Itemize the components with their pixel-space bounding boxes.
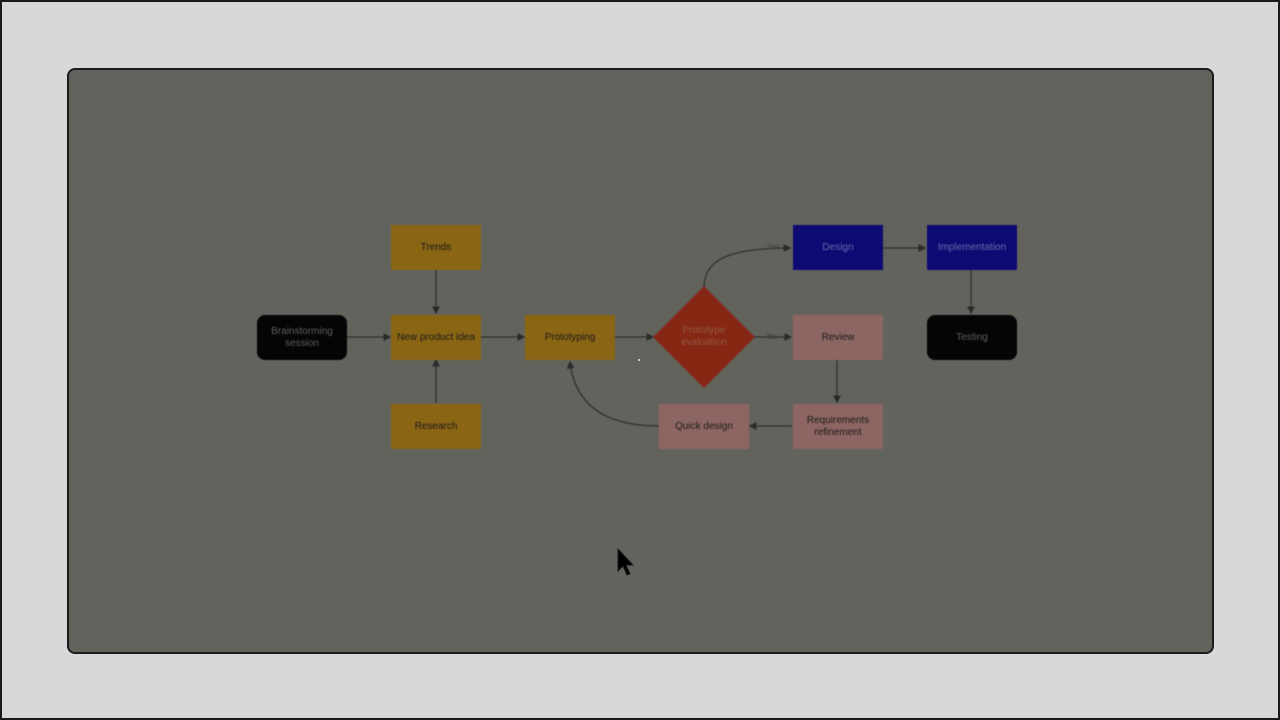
edge-evaluation-to-design	[703, 244, 792, 289]
edge-label-yes: Yes	[767, 242, 781, 251]
node-prototype-evaluation: Prototype evaluation	[664, 322, 744, 352]
mouse-pointer-icon	[617, 548, 635, 576]
dimmed-overlay-panel: Trends Brainstorming session New product…	[67, 68, 1214, 654]
node-research: Research	[391, 404, 481, 449]
node-review: Review	[793, 315, 883, 360]
node-new-product-idea-label: New product idea	[397, 331, 475, 343]
node-prototype-evaluation-label: Prototype evaluation	[681, 325, 727, 348]
node-design: Design	[793, 225, 883, 270]
node-brainstorming-session: Brainstorming session	[257, 315, 347, 360]
node-requirements-refinement: Requirements refinement	[793, 404, 883, 449]
node-testing-label: Testing	[956, 331, 988, 343]
node-new-product-idea: New product idea	[391, 315, 481, 360]
node-implementation: Implementation	[927, 225, 1017, 270]
pointer-dot	[638, 359, 640, 361]
edge-label-no: No	[767, 332, 778, 341]
edge-quick-design-to-prototyping	[566, 360, 660, 427]
node-implementation-label: Implementation	[937, 241, 1007, 253]
node-prototyping: Prototyping	[525, 315, 615, 360]
flowchart-edges	[347, 244, 975, 430]
node-quick-design-label: Quick design	[675, 420, 733, 432]
node-trends: Trends	[391, 225, 481, 270]
node-prototyping-label: Prototyping	[544, 331, 596, 343]
node-testing: Testing	[927, 315, 1017, 360]
node-review-label: Review	[821, 331, 855, 343]
flowchart-canvas: Trends Brainstorming session New product…	[69, 70, 1212, 652]
node-trends-label: Trends	[420, 241, 452, 253]
node-design-label: Design	[822, 241, 854, 253]
node-brainstorming-label: Brainstorming session	[271, 325, 333, 349]
node-research-label: Research	[414, 420, 458, 432]
node-requirements-refinement-label: Requirements refinement	[806, 414, 870, 438]
node-quick-design: Quick design	[659, 404, 749, 449]
